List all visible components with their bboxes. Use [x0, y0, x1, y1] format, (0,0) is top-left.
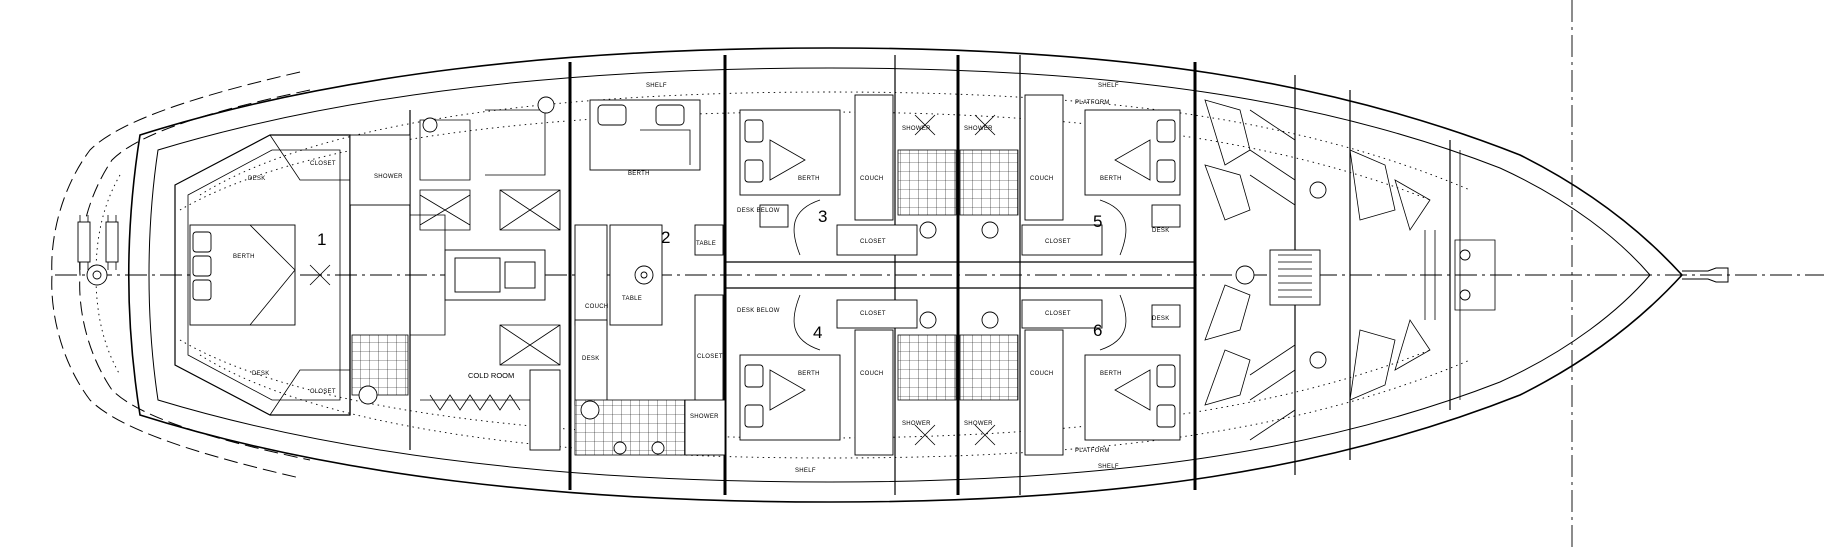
cabin-5-closet	[1021, 224, 1103, 256]
hull-outline	[127, 47, 1684, 503]
cabin-4-couch-label: COUCH	[860, 371, 884, 377]
forward-stairs	[1269, 249, 1321, 306]
cabin-3-couch-label: COUCH	[860, 176, 884, 182]
cabin-5-closet-label: CLOSET	[1045, 239, 1071, 245]
stern-outline-dashed-inner	[79, 89, 311, 461]
room-3-number: 3	[818, 207, 827, 226]
saloon-desk	[574, 319, 608, 406]
room-6-number: 6	[1093, 321, 1102, 340]
cabin-5-platform-label: PLATFORM	[1075, 100, 1110, 106]
cabin-3-couch	[854, 94, 894, 221]
cold-room-label: COLD ROOM	[468, 371, 514, 380]
saloon-closet-label: CLOSET	[697, 354, 723, 360]
cabin-6-platform-label: PLATFORM	[1075, 448, 1110, 454]
saloon-shelf-label: SHELF	[646, 83, 667, 89]
bowsprit	[1682, 267, 1729, 283]
shower-5-label: SHOWER	[964, 126, 993, 132]
saloon-berth-label: BERTH	[628, 171, 650, 177]
cabin-1-closet-label-2: CLOSET	[310, 389, 336, 395]
cabin-4-shelf-label: SHELF	[795, 468, 816, 474]
saloon-table-label: TABLE	[622, 296, 642, 302]
shower-3-label: SHOWER	[902, 126, 931, 132]
saloon-closet	[694, 294, 724, 406]
cabin-5-couch-label: COUCH	[1030, 176, 1054, 182]
cabin-3-closet-label: CLOSET	[860, 239, 886, 245]
shower-5-tile	[959, 149, 1019, 216]
cabin-4-berth-label: BERTH	[798, 371, 820, 377]
cabin-6-shelf-label: SHELF	[1098, 464, 1119, 470]
cabin-5-berth-label: BERTH	[1100, 176, 1122, 182]
cabin-1-closet-label: CLOSET	[310, 161, 336, 167]
saloon-shower-label: SHOWER	[690, 414, 719, 420]
cabin-6-couch-label: COUCH	[1030, 371, 1054, 377]
room-1-number: 1	[317, 230, 326, 249]
cabin-6-berth-label: BERTH	[1100, 371, 1122, 377]
cabin-3-berth-label: BERTH	[798, 176, 820, 182]
cabin-5-shelf-label: SHELF	[1098, 83, 1119, 89]
cabin-4-desk-below-label: DESK BELOW	[737, 308, 780, 314]
shower-3-tile	[897, 149, 957, 216]
saloon-desk-label: DESK	[582, 356, 600, 362]
shower-6-label: SHOWER	[964, 421, 993, 427]
cabin-3-closet	[836, 224, 918, 256]
cabin-1-berth-label: BERTH	[233, 254, 255, 260]
cabin-6-closet-label: CLOSET	[1045, 311, 1071, 317]
room-2-number: 2	[661, 228, 670, 247]
cabin-1-berth	[189, 224, 296, 326]
cabin-4-closet-label: CLOSET	[860, 311, 886, 317]
cabin-6-couch	[1024, 329, 1064, 456]
saloon-couch-label: COUCH	[585, 304, 609, 310]
room-5-number: 5	[1093, 212, 1102, 231]
saloon-couch	[574, 224, 608, 326]
cabin-5-desk-label: DESK	[1152, 228, 1170, 234]
cabin-3-desk-below-label: DESK BELOW	[737, 208, 780, 214]
saloon-table-label-small: TABLE	[696, 241, 716, 247]
shower-4-tile	[897, 334, 957, 401]
cabin-5-couch	[1024, 94, 1064, 221]
shower-6-tile	[959, 334, 1019, 401]
cabin-1-desk-label-2: DESK	[252, 371, 270, 377]
room-4-number: 4	[813, 323, 822, 342]
cabin-1-desk-label: DESK	[248, 176, 266, 182]
aft-shower-label: SHOWER	[374, 174, 403, 180]
cabin-4-couch	[854, 329, 894, 456]
hull-inner-outline	[148, 67, 1651, 483]
cabin-6-desk-label: DESK	[1152, 316, 1170, 322]
shower-4-label: SHOWER	[902, 421, 931, 427]
aft-shower-tile	[351, 334, 409, 396]
